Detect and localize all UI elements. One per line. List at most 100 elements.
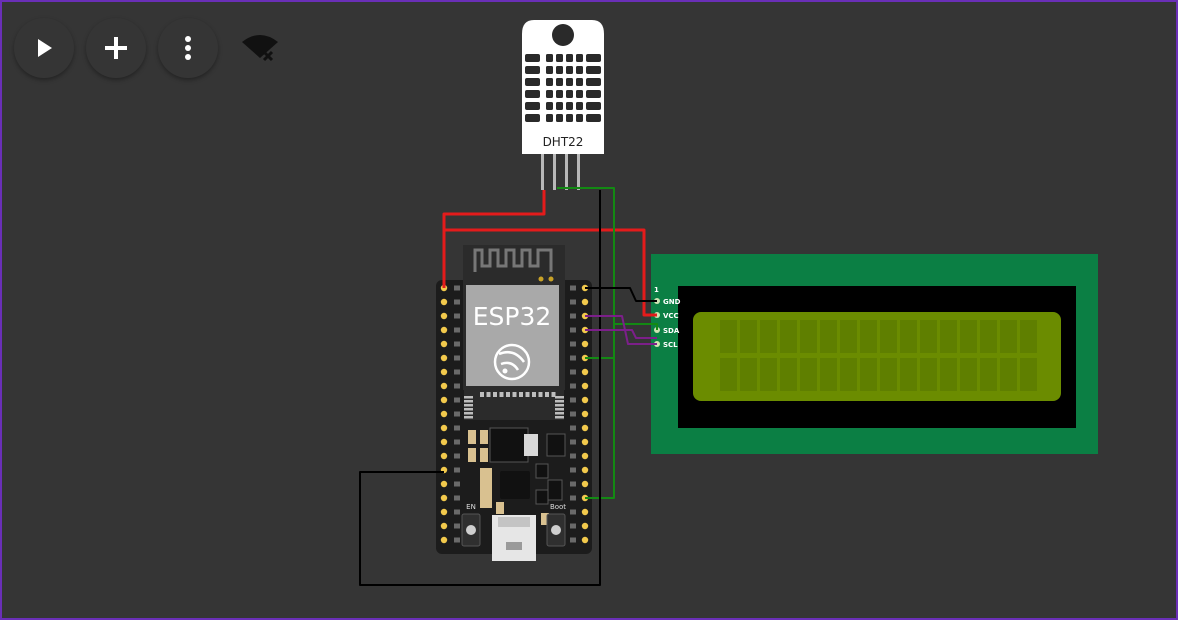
header-pin[interactable] <box>440 312 448 320</box>
vent-slot <box>556 54 563 62</box>
header-pin[interactable] <box>440 480 448 488</box>
pin-label-mark <box>454 285 460 291</box>
header-pin[interactable] <box>581 508 589 516</box>
pin-label-mark <box>570 453 576 459</box>
svg-text:GND: GND <box>663 298 681 306</box>
module-pad <box>464 416 473 419</box>
header-pin[interactable] <box>440 382 448 390</box>
module-pad <box>499 392 504 397</box>
esp32-left-pin-header[interactable] <box>440 284 460 544</box>
header-pin[interactable] <box>440 340 448 348</box>
lcd-char-cell <box>820 358 837 391</box>
wifi-off-icon <box>240 32 280 64</box>
module-pad <box>555 400 564 403</box>
header-pin[interactable] <box>581 480 589 488</box>
vent-slot <box>546 78 553 86</box>
lcd-char-cell <box>780 358 797 391</box>
header-pin[interactable] <box>581 536 589 544</box>
wire-esp-gpio-to-lcd-sda[interactable] <box>585 323 658 359</box>
header-pin[interactable] <box>440 354 448 362</box>
micro-usb-port[interactable] <box>492 515 536 561</box>
module-pad <box>464 404 473 407</box>
pin-label-mark <box>570 341 576 347</box>
vent-slot <box>546 54 553 62</box>
pin-label-mark <box>454 523 460 529</box>
module-pad <box>525 392 530 397</box>
wire-dht-vcc-to-esp-3v3[interactable] <box>442 190 546 288</box>
header-pin[interactable] <box>581 452 589 460</box>
vent-slot <box>546 66 553 74</box>
header-pin[interactable] <box>440 424 448 432</box>
module-pad <box>555 404 564 407</box>
module-pad <box>493 392 497 397</box>
header-pin[interactable] <box>581 298 589 306</box>
lcd-char-cell <box>960 320 977 353</box>
boot-button[interactable] <box>546 513 566 547</box>
vent-slot <box>586 54 601 62</box>
header-pin[interactable] <box>440 536 448 544</box>
lcd-1602-display[interactable]: 1 GND VCC SDA SCL <box>651 254 1098 454</box>
module-pad <box>486 392 491 397</box>
header-pin[interactable] <box>581 410 589 418</box>
wire-esp-sda-to-lcd-sda[interactable] <box>585 329 657 339</box>
en-button[interactable] <box>461 513 481 547</box>
header-pin[interactable] <box>581 522 589 530</box>
en-button-label: EN <box>466 503 476 511</box>
pin-label-mark <box>454 397 460 403</box>
pin-label-mark <box>570 299 576 305</box>
header-pin[interactable] <box>440 452 448 460</box>
add-part-button[interactable] <box>86 18 146 78</box>
lcd-char-cell <box>720 358 737 391</box>
header-pin[interactable] <box>440 508 448 516</box>
vent-slot <box>566 54 573 62</box>
play-simulation-button[interactable] <box>14 18 74 78</box>
lcd-char-cell <box>880 320 897 353</box>
header-pin[interactable] <box>581 340 589 348</box>
esp32-right-pin-header[interactable] <box>570 284 589 544</box>
wire-esp-3v3-to-lcd-vcc[interactable] <box>444 228 657 317</box>
lcd-char-cell <box>740 320 757 353</box>
lcd-char-cell <box>920 320 937 353</box>
esp32-shield <box>466 285 559 386</box>
header-pin[interactable] <box>440 494 448 502</box>
header-pin[interactable] <box>581 368 589 376</box>
header-pin[interactable] <box>581 466 589 474</box>
pin-label-mark <box>570 537 576 543</box>
header-pin[interactable] <box>581 382 589 390</box>
vent-slot <box>576 90 583 98</box>
header-pin[interactable] <box>440 396 448 404</box>
module-pad <box>464 400 473 403</box>
dht22-sensor[interactable]: DHT22 <box>522 20 604 190</box>
vent-slot <box>566 114 573 122</box>
wire-dht-gnd-to-esp-gnd[interactable] <box>359 190 601 586</box>
svg-text:VCC: VCC <box>663 312 679 320</box>
vent-slot <box>556 114 563 122</box>
lcd-char-cell <box>1000 320 1017 353</box>
lcd-char-cell <box>840 358 857 391</box>
lcd-char-cell <box>720 320 737 353</box>
vent-slot <box>586 66 601 74</box>
esp32-devkit-board[interactable]: ESP32 <box>436 245 592 561</box>
wire-esp-gnd-to-lcd-gnd[interactable] <box>585 287 657 302</box>
lcd-char-cell <box>940 320 957 353</box>
vent-slot <box>556 66 563 74</box>
pin-label-mark <box>454 453 460 459</box>
header-pin[interactable] <box>440 410 448 418</box>
header-pin[interactable] <box>581 438 589 446</box>
header-pin[interactable] <box>581 424 589 432</box>
header-pin[interactable] <box>440 298 448 306</box>
lcd-char-cell <box>900 320 917 353</box>
module-pad <box>464 396 473 399</box>
lcd-char-cell <box>800 320 817 353</box>
header-pin[interactable] <box>440 326 448 334</box>
more-options-button[interactable] <box>158 18 218 78</box>
header-pin[interactable] <box>440 368 448 376</box>
header-pin[interactable] <box>440 438 448 446</box>
module-pad <box>506 392 510 397</box>
header-pin[interactable] <box>581 396 589 404</box>
pin-label-mark <box>570 509 576 515</box>
lcd-char-cell <box>960 358 977 391</box>
header-pin[interactable] <box>440 522 448 530</box>
lcd-char-cell <box>1020 358 1037 391</box>
